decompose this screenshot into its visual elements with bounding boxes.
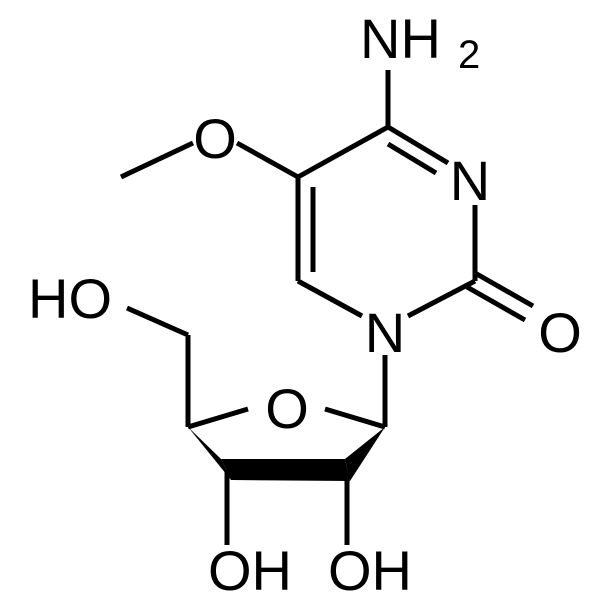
bond-c5prime-oh [125, 305, 190, 338]
bonds [119, 70, 535, 545]
wedge-c1prime-c2prime [345, 427, 385, 481]
bond-c2-o-a [473, 270, 535, 309]
methoxy-oxygen-label: O [193, 107, 237, 170]
bond-c4-c5 [296, 124, 390, 180]
carbonyl-oxygen-label: O [538, 301, 582, 364]
bond-c5-ome [235, 140, 300, 180]
bond-c2-o-b [465, 284, 527, 323]
hydroxyl-right-label: OH [328, 539, 412, 600]
bond-c4-n3 [386, 124, 450, 166]
ring-nitrogen-3-label: N [450, 149, 490, 212]
bond-c6-n1 [296, 278, 364, 319]
hydroxyl-left-label: OH [208, 539, 292, 600]
bond-ome-ch3 [119, 140, 195, 180]
hydroxymethyl-label: HO [28, 267, 112, 330]
bond-c4-n3-inner [386, 141, 438, 176]
bond-c4prime-o4 [187, 406, 249, 430]
wedge-c3prime-c2prime [221, 459, 350, 481]
ring-oxygen-label: O [265, 377, 309, 440]
amino-label: NH [360, 7, 441, 70]
bond-c1prime-o4 [324, 406, 386, 430]
wedge-bonds [188, 427, 385, 481]
atom-labels: NH 2 O N N O HO O OH OH [28, 7, 582, 600]
amino-subscript: 2 [458, 33, 480, 77]
ring-nitrogen-1-label: N [365, 301, 405, 364]
wedge-c4prime-c3prime [188, 427, 231, 480]
bond-n1-c2 [406, 278, 477, 319]
